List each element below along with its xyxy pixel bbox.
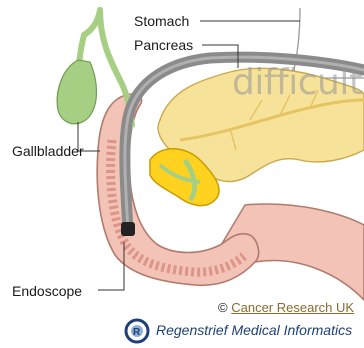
copyright-symbol: © — [218, 300, 228, 315]
endoscope-label: Endoscope — [12, 283, 82, 299]
brand-footer: Regenstrief Medical Informatics — [124, 318, 364, 344]
pancreas-label: Pancreas — [134, 37, 193, 53]
endoscope-tip — [121, 222, 135, 236]
copyright-credit: © Cancer Research UK — [218, 300, 364, 315]
watermark-text: difficult — [232, 62, 364, 103]
brand-name[interactable]: Regenstrief Medical Informatics — [156, 322, 352, 338]
gallbladder-label: Gallbladder — [12, 143, 84, 159]
stomach-label: Stomach — [134, 13, 189, 29]
gallbladder-body — [57, 60, 96, 124]
cancer-research-uk-link[interactable]: Cancer Research UK — [231, 300, 354, 315]
